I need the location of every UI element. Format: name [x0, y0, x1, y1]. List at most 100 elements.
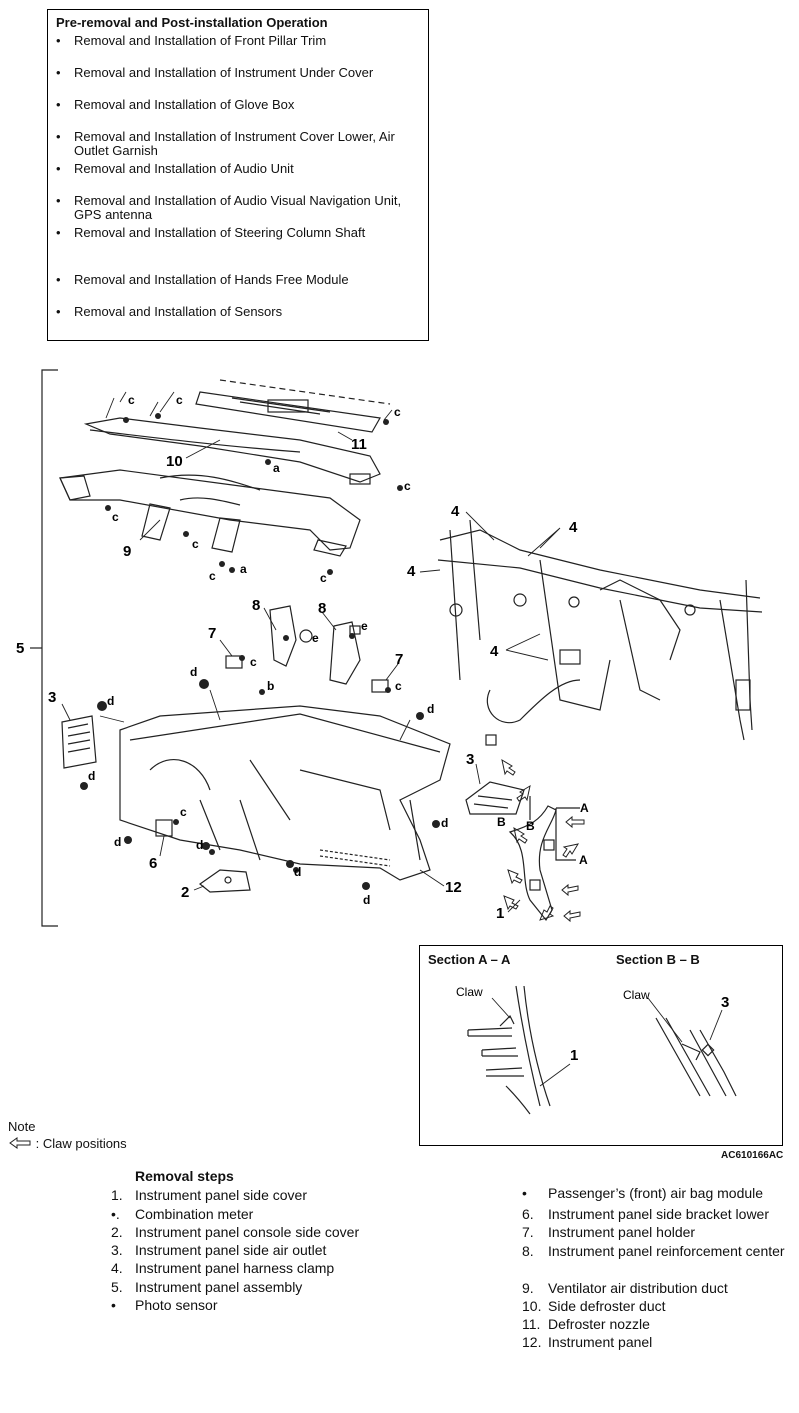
removal-step: 2.Instrument panel console side cover: [111, 1224, 360, 1240]
removal-step: •Passenger’s (front) air bag module: [522, 1185, 764, 1201]
fastener-label-d: d: [88, 769, 95, 783]
side-bracket-lower-shape: [155, 819, 173, 837]
note-title: Note: [8, 1119, 36, 1134]
claw-leader-bb: [647, 997, 683, 1043]
claw-label-bb: Claw: [623, 988, 650, 1002]
defroster-nozzle-shape: [195, 379, 391, 433]
part-label-1: 1: [496, 905, 504, 922]
leader-lines: [61, 391, 561, 913]
figure-code: AC610166AC: [721, 1150, 784, 1161]
section-bb-part-label: 3: [721, 994, 729, 1011]
side-defroster-duct-shape: [83, 417, 381, 485]
section-bb-drawing: [655, 1017, 737, 1097]
fastener-label-d: d: [427, 702, 434, 716]
fastener-label-d: d: [363, 893, 370, 907]
removal-step: 4.Instrument panel harness clamp: [111, 1260, 335, 1276]
section-views-box: Section A – A Section B – B Claw 1 Claw …: [419, 945, 783, 1146]
part-label-8-left: 8: [252, 597, 260, 614]
fastener-label-d: d: [107, 694, 114, 708]
part-leader-aa: [539, 1063, 571, 1087]
fastener-label-d: d: [190, 665, 197, 679]
removal-steps-title: Removal steps: [135, 1168, 234, 1184]
removal-step: 1.Instrument panel side cover: [111, 1187, 307, 1203]
side-air-outlet-left-shape: [61, 715, 97, 769]
part-label-9: 9: [123, 543, 131, 560]
section-aa-title: Section A – A: [428, 952, 511, 967]
exploded-parts-diagram: 1 2 3 3 4 4 4 4 5 6 7 7 8 8 9 10 11 12 c…: [16, 369, 763, 927]
section-marker-a-top: A: [580, 801, 589, 815]
fastener-label-c: c: [209, 569, 216, 583]
fastener-label-d: d: [294, 865, 301, 879]
fastener-label-c: c: [176, 393, 183, 407]
removal-step: •Photo sensor: [111, 1297, 218, 1313]
panel-holder-shapes: [225, 655, 389, 693]
part-label-11: 11: [351, 436, 367, 453]
removal-step: 6.Instrument panel side bracket lower: [522, 1206, 769, 1222]
claw-label-aa: Claw: [456, 985, 483, 999]
part-label-5: 5: [16, 640, 24, 657]
section-aa-part-label: 1: [570, 1047, 578, 1064]
part-label-4-top-right: 4: [569, 519, 578, 536]
side-air-outlet-right-shape: [465, 781, 525, 815]
section-views-drawing: Claw 1 Claw 3: [456, 985, 737, 1115]
side-cover-shape: [508, 805, 557, 922]
pre-item: •Removal and Installation of Front Pilla…: [56, 33, 327, 48]
pre-item: •Removal and Installation of Audio Visua…: [56, 193, 402, 222]
pre-item: •Removal and Installation of Hands Free …: [56, 272, 349, 287]
claw-leader-aa: [491, 997, 511, 1019]
part-label-3-left: 3: [48, 689, 56, 706]
fastener-label-c: c: [320, 571, 327, 585]
removal-step: •.Combination meter: [111, 1206, 254, 1222]
part-leader-bb: [709, 1009, 723, 1041]
note-legend: : Claw positions: [8, 1136, 127, 1151]
claw-arrows: [501, 758, 585, 923]
console-side-cover-shape: [198, 869, 251, 893]
section-aa-drawing: [467, 985, 551, 1115]
removal-step: 5.Instrument panel assembly: [111, 1279, 303, 1295]
pre-item: •Removal and Installation of Audio Unit: [56, 161, 294, 176]
section-bb-title: Section B – B: [616, 952, 700, 967]
removal-step: 3.Instrument panel side air outlet: [111, 1242, 327, 1258]
pre-removal-title: Pre-removal and Post-installation Operat…: [56, 15, 328, 30]
removal-step: 8.Instrument panel reinforcement center: [522, 1243, 785, 1259]
instrument-panel-shape: [119, 705, 451, 881]
fastener-label-c: c: [180, 805, 187, 819]
section-marker-a-bottom: A: [579, 853, 588, 867]
reinforcement-frame-shape: [437, 519, 763, 746]
assembly-bracket: [41, 369, 58, 927]
note-legend-text: : Claw positions: [35, 1136, 127, 1151]
pre-removal-box: Pre-removal and Post-installation Operat…: [47, 9, 429, 341]
fastener-label-c: c: [395, 679, 402, 693]
part-label-3-right: 3: [466, 751, 474, 768]
section-a-cut-line: [555, 807, 580, 861]
removal-step: 10.Side defroster duct: [522, 1298, 666, 1314]
pre-item: •Removal and Installation of Instrument …: [56, 129, 395, 158]
claw-arrow-icon: [9, 1137, 31, 1149]
section-marker-b-left: B: [497, 815, 506, 829]
fastener-label-c: c: [404, 479, 411, 493]
part-label-12: 12: [445, 879, 462, 896]
fastener-label-b: b: [267, 679, 274, 693]
pre-item: •Removal and Installation of Steering Co…: [56, 225, 366, 240]
fastener-label-c: c: [250, 655, 257, 669]
fastener-label-c: c: [394, 405, 401, 419]
part-label-10: 10: [166, 453, 183, 470]
fastener-label-d: d: [114, 835, 121, 849]
fastener-label-e: e: [361, 619, 368, 633]
part-label-8-right: 8: [318, 600, 326, 617]
removal-step: 11.Defroster nozzle: [522, 1316, 650, 1332]
pre-item: •Removal and Installation of Glove Box: [56, 97, 295, 112]
pre-item: •Removal and Installation of Sensors: [56, 304, 283, 319]
part-label-4-left: 4: [407, 563, 416, 580]
section-marker-b-right: B: [526, 819, 535, 833]
fastener-label-a: a: [240, 562, 247, 576]
fastener-label-d: d: [441, 816, 448, 830]
pre-item: •Removal and Installation of Instrument …: [56, 65, 374, 80]
part-label-6: 6: [149, 855, 157, 872]
reinforcement-center-shapes: [269, 605, 361, 685]
removal-step: 9.Ventilator air distribution duct: [522, 1280, 728, 1296]
ventilator-duct-shape: [59, 469, 361, 557]
fastener-label-c: c: [112, 510, 119, 524]
fastener-label-c: c: [192, 537, 199, 551]
fastener-label-a: a: [273, 461, 280, 475]
